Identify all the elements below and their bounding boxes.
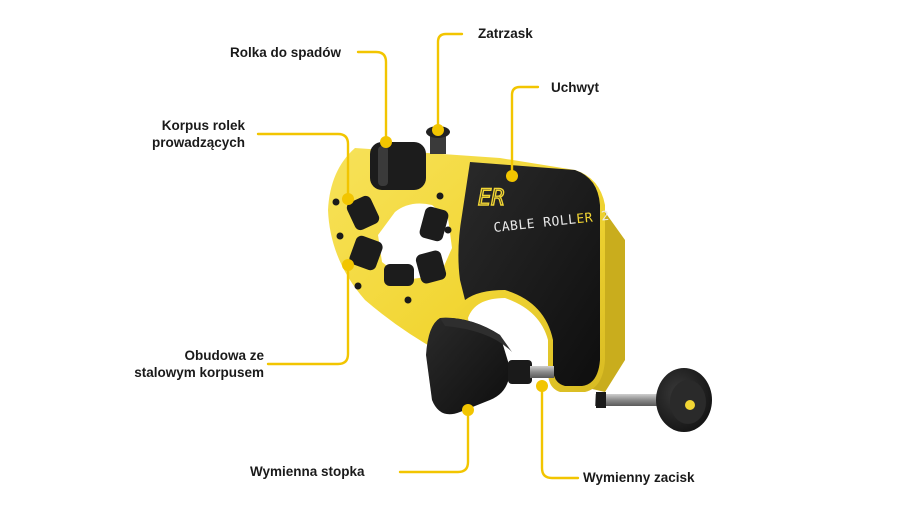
- callout-dots: [342, 124, 548, 416]
- callout-line-housing: [266, 263, 350, 366]
- replaceable-foot: [426, 317, 510, 415]
- tool-body: ER CABLE ROLLER 2: [328, 126, 712, 432]
- callout-line-clamp: [540, 380, 580, 480]
- drop-roller-highlight: [378, 146, 388, 186]
- bolt: [436, 192, 444, 200]
- label-housing-line2: stalowym korpusem: [134, 365, 264, 380]
- brand-logo: ER: [477, 185, 505, 211]
- callout-line-guide-roller-body: [256, 132, 350, 198]
- bolt: [404, 296, 412, 304]
- clamp-knob: [656, 368, 712, 432]
- callout-dot-handle: [506, 170, 518, 182]
- label-latch: Zatrzask: [478, 26, 533, 41]
- label-guide-roller-body-line1: Korpus rolek: [161, 118, 245, 133]
- clamp-nut: [508, 360, 532, 384]
- bolt: [336, 232, 344, 240]
- bolt: [444, 226, 452, 234]
- guide-roller: [415, 250, 447, 284]
- bolt: [332, 198, 340, 206]
- brand-logo-text: ER: [478, 186, 505, 211]
- label-housing: Obudowa ze stalowym korpusem: [120, 347, 264, 381]
- guide-roller: [384, 264, 414, 286]
- rod-collar: [596, 392, 606, 408]
- callout-dot-guide-roller-body: [342, 193, 354, 205]
- guide-roller: [346, 195, 380, 231]
- label-guide-roller-body: Korpus rolek prowadzących: [140, 117, 245, 151]
- callout-line-latch: [436, 32, 464, 132]
- label-drop-roller: Rolka do spadów: [230, 45, 342, 60]
- clamp-spring: [530, 366, 554, 378]
- label-foot: Wymienna stopka: [250, 464, 365, 479]
- callout-dot-clamp: [536, 380, 548, 392]
- handle-black-plate: [458, 162, 600, 386]
- guide-roller: [349, 235, 383, 271]
- callout-dot-drop-roller: [380, 136, 392, 148]
- callout-lines: [256, 32, 580, 480]
- callout-dot-housing: [342, 259, 354, 271]
- label-housing-line1: Obudowa ze: [184, 348, 264, 363]
- label-clamp: Wymienny zacisk: [583, 470, 695, 485]
- housing-side-edge: [588, 205, 625, 392]
- callout-line-handle: [510, 85, 540, 174]
- bolt: [354, 282, 362, 290]
- callout-dot-latch: [432, 124, 444, 136]
- foot-top: [440, 317, 512, 352]
- callout-line-foot: [398, 406, 470, 474]
- callout-line-drop-roller: [356, 50, 388, 142]
- guide-roller: [419, 206, 449, 242]
- callout-dot-foot: [462, 404, 474, 416]
- label-guide-roller-body-line2: prowadzących: [151, 135, 245, 150]
- threaded-rod: [595, 394, 673, 406]
- label-handle: Uchwyt: [551, 80, 600, 95]
